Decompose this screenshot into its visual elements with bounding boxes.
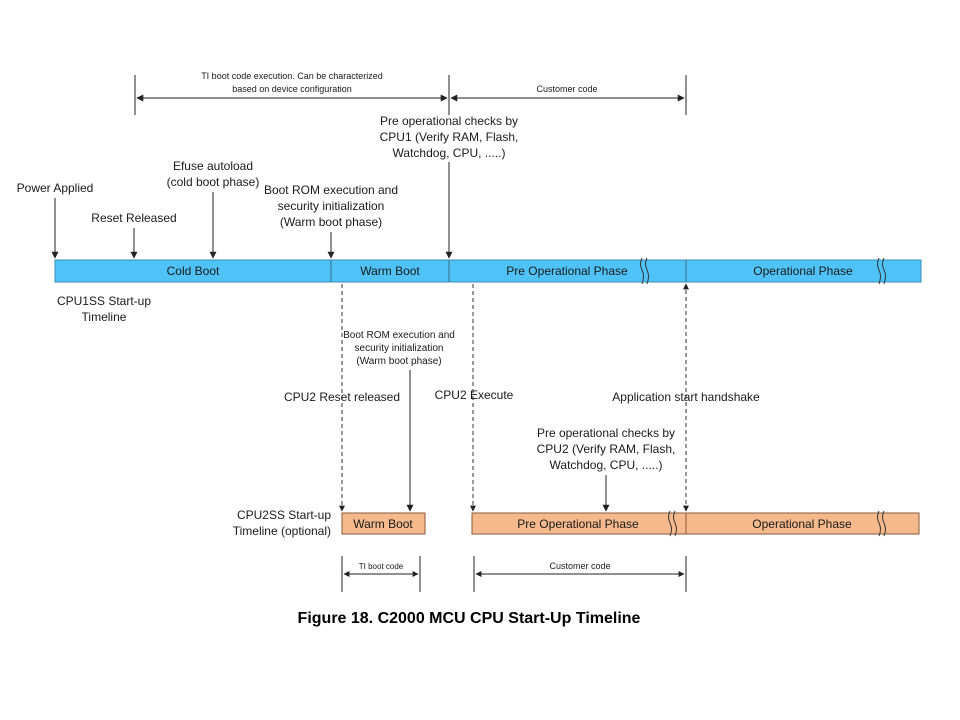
cpu1-preop-line2: CPU1 (Verify RAM, Flash, (380, 130, 519, 144)
cpu1-preop-line3: Watchdog, CPU, .....) (393, 146, 506, 160)
cpu2-segment-operational: Operational Phase (752, 517, 852, 531)
handshake-label: Application start handshake (612, 390, 760, 404)
cpu2-segment-pre-operational: Pre Operational Phase (517, 517, 639, 531)
cpu2-bootrom-line1: Boot ROM execution and (343, 330, 455, 341)
power-applied-label: Power Applied (17, 181, 94, 195)
efuse-line1: Efuse autoload (173, 159, 253, 173)
cpu1-segment-cold-boot: Cold Boot (167, 264, 220, 278)
cpu1-segment-pre-operational: Pre Operational Phase (506, 264, 628, 278)
top-ti-boot-span: TI boot code execution. Can be character… (134, 71, 450, 115)
ti-boot-label-line2: based on device configuration (232, 84, 352, 94)
cpu1-preop-line1: Pre operational checks by (380, 114, 518, 128)
ti-boot-code-label-bottom: TI boot code (359, 562, 404, 571)
cpu2-label-line1: CPU2SS Start-up (237, 508, 331, 522)
cpu2-preop-checks: Pre operational checks by CPU2 (Verify R… (537, 426, 676, 512)
top-customer-code-span: Customer code (450, 75, 687, 115)
figure-caption: Figure 18. C2000 MCU CPU Start-Up Timeli… (298, 610, 641, 627)
customer-code-label-top: Customer code (536, 84, 597, 94)
cpu1-label-line2: Timeline (82, 310, 127, 324)
cpu2-reset-released-label: CPU2 Reset released (284, 390, 400, 404)
cpu2-bootrom-event: Boot ROM execution and security initiali… (343, 330, 455, 512)
efuse-line2: (cold boot phase) (167, 175, 260, 189)
cpu2-bootrom-line2: security initialization (355, 343, 444, 354)
cpu2-timeline-bar: Warm Boot Pre Operational Phase Operatio… (341, 510, 920, 537)
cpu2-preop-line3: Watchdog, CPU, .....) (550, 458, 663, 472)
cpu1-segment-operational: Operational Phase (753, 264, 853, 278)
cpu1-label-line1: CPU1SS Start-up (57, 294, 151, 308)
cpu1-preop-checks: Pre operational checks by CPU1 (Verify R… (380, 114, 519, 259)
cpu1-bootrom-event: Boot ROM execution and security initiali… (264, 183, 398, 259)
cpu2-bootrom-line3: (Warm boot phase) (356, 356, 441, 367)
cpu2-segment-warm-boot: Warm Boot (353, 517, 413, 531)
bottom-ti-boot-span: TI boot code (341, 556, 421, 592)
cpu1-bootrom-line2: security initialization (278, 199, 385, 213)
cpu1-timeline-bar: Cold Boot Warm Boot Pre Operational Phas… (54, 257, 922, 285)
reset-released-label: Reset Released (91, 211, 176, 225)
cpu2-timeline-label: CPU2SS Start-up Timeline (optional) (233, 508, 332, 538)
reset-released-event: Reset Released (91, 211, 177, 259)
efuse-autoload-event: Efuse autoload (cold boot phase) (167, 159, 260, 259)
cpu2-execute-label: CPU2 Execute (435, 388, 514, 402)
power-applied-event: Power Applied (17, 181, 94, 259)
ti-boot-label-line1: TI boot code execution. Can be character… (201, 71, 383, 81)
cpu2-preop-line1: Pre operational checks by (537, 426, 675, 440)
cpu2-preop-line2: CPU2 (Verify RAM, Flash, (537, 442, 676, 456)
bottom-customer-code-span: Customer code (473, 556, 687, 592)
cpu1-bootrom-line1: Boot ROM execution and (264, 183, 398, 197)
cpu1-segment-warm-boot: Warm Boot (360, 264, 420, 278)
cpu1-bootrom-line3: (Warm boot phase) (280, 215, 382, 229)
cpu2-label-line2: Timeline (optional) (233, 524, 331, 538)
cpu1-timeline-label: CPU1SS Start-up Timeline (57, 294, 151, 324)
customer-code-label-bottom: Customer code (549, 561, 610, 571)
